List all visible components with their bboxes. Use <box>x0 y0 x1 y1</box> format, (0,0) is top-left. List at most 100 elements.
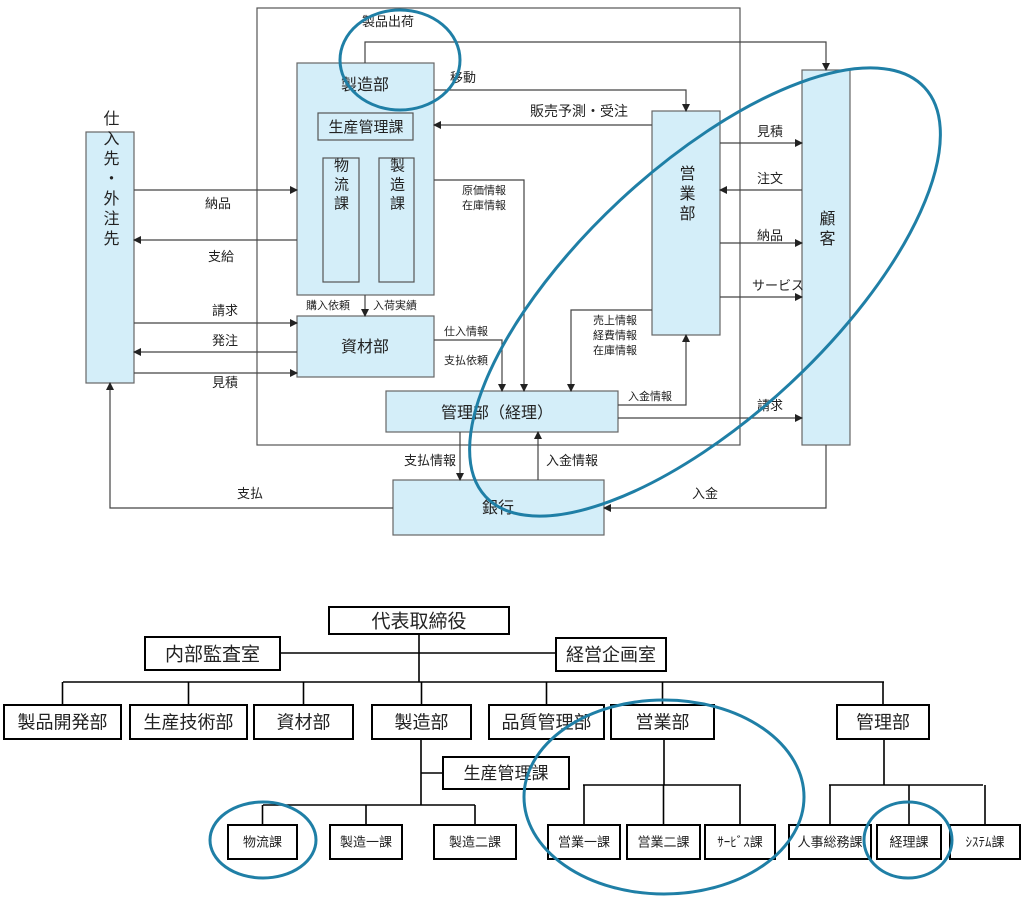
flow-label-nohin_r: 納品 <box>757 229 783 244</box>
flow-label-genka1: 原価情報 <box>462 184 506 197</box>
flow-label-hacchu: 発注 <box>212 334 238 349</box>
payment-info-up-arrow <box>618 334 690 406</box>
sales-dept-label: 営業部 <box>677 165 696 225</box>
flow-label-nyukin_jo_r: 入金情報 <box>628 389 672 403</box>
flow-label-konyu: 購入依頼 <box>306 298 350 312</box>
eigyo-sections-box-2 <box>704 824 776 860</box>
highlight-logistics <box>208 800 318 880</box>
corporate-planning-box <box>555 637 667 672</box>
shipment-arrow <box>364 41 830 71</box>
org-connector <box>829 739 983 786</box>
ceo-box <box>328 606 510 635</box>
manufacturing-section-box <box>378 157 415 283</box>
seizo-sections-box-0 <box>227 824 298 860</box>
manufacturing-section-label: 製造課 <box>388 158 406 215</box>
org-connector <box>263 739 475 806</box>
eigyo-sections-box-2-label: ｻｰﾋﾞｽ課 <box>717 835 763 851</box>
eigyo-sections-box-1-label: 営業二課 <box>637 835 689 851</box>
dept-box-3 <box>371 704 472 740</box>
flow-label-shukka: 製品出荷 <box>362 15 414 30</box>
flow-label-service: サービス <box>752 279 804 294</box>
dept-box-0 <box>3 704 122 740</box>
highlight-sales-area <box>468 66 942 518</box>
dept-box-2-label: 資材部 <box>277 712 331 733</box>
flow-label-uriage3: 在庫情報 <box>593 343 637 357</box>
highlight-sales-org <box>522 698 806 896</box>
payment-arrow <box>106 382 393 509</box>
production-control-section-box <box>442 756 570 790</box>
company-boundary <box>256 7 741 446</box>
admin-dept-label: 管理部（経理） <box>441 403 553 422</box>
production-control-box <box>317 112 414 141</box>
kanri-sections-box-2-label: ｼｽﾃﾑ課 <box>965 835 1004 851</box>
sales-dept-box <box>651 110 721 336</box>
flow-label-nyukin: 入金 <box>692 486 718 502</box>
production-control-section-box-label: 生産管理課 <box>464 764 549 784</box>
dept-box-3-label: 製造部 <box>395 712 449 733</box>
dept-box-5 <box>610 704 715 740</box>
eigyo-sections-box-0 <box>547 824 621 860</box>
dept-box-6-label: 管理部 <box>856 712 910 733</box>
seizo-sections-box-1-label: 製造一課 <box>340 835 392 851</box>
supplier-label: 仕入先・外注先 <box>101 110 120 250</box>
flow-label-mitsumori_l: 見積 <box>212 376 238 391</box>
kanri-sections-box-1-label: 経理課 <box>889 835 928 851</box>
flow-label-seikyu_l: 請求 <box>212 304 238 319</box>
flow-label-nyukin_jo_b: 入金情報 <box>546 453 598 469</box>
kanri-sections-box-0-label: 人事総務課 <box>797 835 862 851</box>
customer-box <box>801 69 851 446</box>
flow-label-shiharai: 支払 <box>237 487 263 502</box>
transfer-arrow <box>434 89 690 112</box>
highlight-circles <box>208 8 954 896</box>
cost-info-arrow <box>434 179 528 392</box>
customer-label: 顧客 <box>817 210 836 250</box>
flow-label-nohin_l: 納品 <box>205 197 231 212</box>
flow-label-shiharai_irai: 支払依頼 <box>444 353 488 367</box>
materials-dept-box <box>296 315 435 378</box>
eigyo-sections-box-0-label: 営業一課 <box>558 835 610 851</box>
kanri-sections-box-1 <box>876 824 942 860</box>
purchase-info-arrow <box>434 339 506 392</box>
seizo-sections-box-0-label: 物流課 <box>243 835 282 851</box>
seizo-sections-box-2-label: 製造二課 <box>449 835 501 851</box>
flow-label-uriage2: 経費情報 <box>593 328 637 342</box>
dept-box-1-label: 生産技術部 <box>144 712 234 733</box>
flow-label-seikyu_r: 請求 <box>757 399 783 414</box>
flow-label-shikyu: 支給 <box>208 250 234 265</box>
corporate-planning-box-label: 経営企画室 <box>566 645 656 666</box>
logistics-section-label: 物流課 <box>332 158 350 215</box>
internal-audit-box-label: 内部監査室 <box>165 643 260 665</box>
deposit-arrow <box>603 445 827 512</box>
kanri-sections-box-0 <box>788 824 872 860</box>
seizo-sections-box-2 <box>433 824 517 860</box>
highlight-shipment <box>338 8 462 112</box>
dept-box-0-label: 製品開発部 <box>18 712 108 733</box>
dept-box-4 <box>488 704 605 740</box>
admin-dept-box <box>385 390 619 433</box>
materials-dept-label: 資材部 <box>341 337 389 356</box>
flow-label-uriage1: 売上情報 <box>593 314 637 327</box>
eigyo-sections-box-1 <box>626 824 701 860</box>
dept-box-1 <box>129 704 248 740</box>
production-control-label: 生産管理課 <box>328 118 403 136</box>
flow-label-shiharai_jo: 支払情報 <box>404 454 456 469</box>
flow-label-hanbai: 販売予測・受注 <box>530 104 628 120</box>
business-flow-diagram: 製造部生産管理課物流課製造課資材部管理部（経理）銀行仕入先・外注先営業部顧客製品… <box>85 7 851 536</box>
seizo-sections-box-1 <box>329 824 403 860</box>
flow-label-chumon: 注文 <box>757 172 783 187</box>
dept-box-4-label: 品質管理部 <box>502 712 592 733</box>
dept-box-5-label: 営業部 <box>636 712 690 733</box>
dept-box-2 <box>253 704 354 740</box>
flow-label-shiire_jo: 仕入情報 <box>444 325 488 338</box>
ceo-box-label: 代表取締役 <box>371 610 466 632</box>
sales-info-arrow <box>567 309 652 392</box>
kanri-sections-box-2 <box>949 824 1021 860</box>
supplier-box <box>85 131 135 384</box>
logistics-section-box <box>322 157 360 283</box>
dept-box-6 <box>836 704 930 740</box>
highlight-accounting <box>862 800 954 880</box>
flow-label-nyuka: 入荷実績 <box>373 298 417 312</box>
internal-audit-box <box>144 636 281 671</box>
